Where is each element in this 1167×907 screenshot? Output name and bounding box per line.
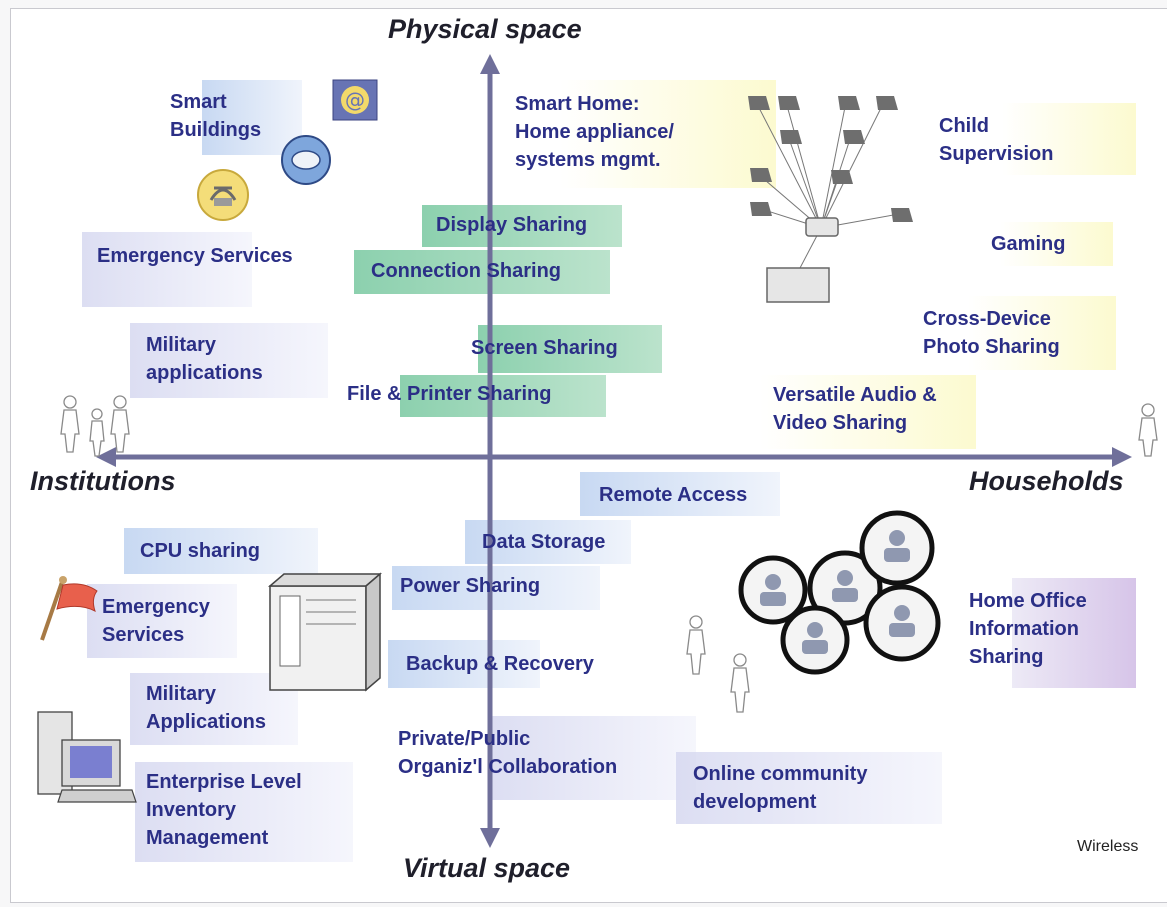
highlight-emergency-bottom	[87, 584, 237, 658]
highlight-private-public	[490, 716, 696, 800]
highlight-enterprise	[135, 762, 353, 862]
highlight-remote-access	[580, 472, 780, 516]
at-sign-icon: @	[332, 79, 378, 121]
highlight-backup	[388, 640, 540, 688]
label-gaming: Gaming	[991, 233, 1066, 255]
server-tower-icon	[267, 572, 383, 692]
satellite-dish-icon	[281, 135, 331, 185]
highlight-online-community	[676, 752, 942, 824]
projector-icon-nodes	[748, 96, 913, 237]
projector-network-icon	[755, 101, 900, 269]
axis-label-bottom: Virtual space	[403, 853, 571, 883]
label-display-sharing: Display Sharing	[436, 214, 588, 236]
highlight-emergency-top	[82, 232, 252, 307]
label-screen-sharing: Screen Sharing	[471, 337, 618, 359]
highlight-power-sharing	[392, 566, 600, 610]
horizontal-axis	[96, 447, 1132, 467]
desktop-computer-icon	[37, 711, 137, 803]
highlight-smart-home	[560, 80, 776, 188]
people-group-icon	[60, 395, 130, 457]
highlight-versatile	[760, 375, 976, 449]
person-icon	[1138, 403, 1158, 457]
highlight-connection-sharing	[354, 250, 610, 294]
video-conference-people	[760, 530, 915, 654]
highlight-gaming	[1000, 222, 1113, 266]
highlight-cpu-sharing	[124, 528, 318, 574]
label-connection-sharing: Connection Sharing	[371, 260, 561, 282]
flag-icon	[40, 576, 98, 641]
people-pair-icon	[686, 615, 750, 713]
highlight-smart-buildings	[202, 80, 302, 155]
highlight-display-sharing	[422, 205, 622, 247]
label-emergency-services-top: Emergency Services	[97, 245, 293, 267]
footer-caption: Wireless	[1077, 838, 1139, 855]
label-cpu-sharing: CPU sharing	[140, 540, 261, 562]
highlight-data-storage	[465, 520, 631, 564]
highlight-cross-device	[968, 296, 1116, 370]
highlight-child-supervision	[1002, 103, 1136, 175]
vertical-axis	[480, 54, 500, 848]
label-data-storage: Data Storage	[482, 531, 606, 553]
label-power-sharing: Power Sharing	[400, 575, 541, 597]
highlight-screen-sharing	[478, 325, 662, 373]
axis-label-right: Households	[969, 466, 1124, 496]
svg-text:@: @	[345, 88, 365, 112]
axis-label-top: Physical space	[388, 14, 582, 44]
axis-label-left: Institutions	[30, 466, 176, 496]
highlight-military-top	[130, 323, 328, 398]
label-smart-home: Smart Home:Home appliance/systems mgmt.	[515, 93, 674, 171]
label-versatile-av: Versatile Audio &Video Sharing	[773, 384, 937, 434]
telephone-icon	[197, 169, 249, 221]
screen-icon	[766, 267, 830, 303]
highlight-home-office	[1012, 578, 1136, 688]
label-remote-access: Remote Access	[599, 484, 748, 506]
highlight-file-printer	[400, 375, 606, 417]
label-file-printer-sharing: File & Printer Sharing	[347, 383, 552, 405]
label-backup-recovery: Backup & Recovery	[406, 653, 594, 675]
